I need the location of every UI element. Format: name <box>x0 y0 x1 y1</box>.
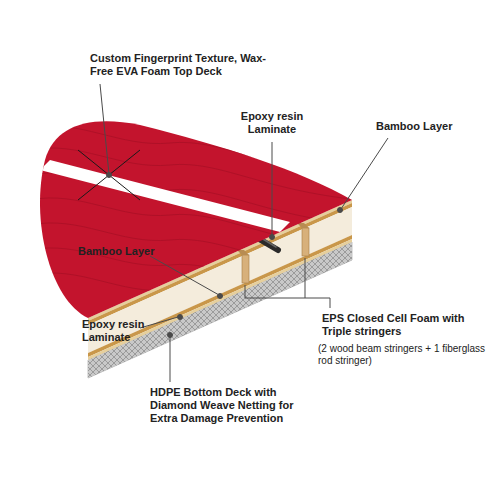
top-deck-label: Custom Fingerprint Texture, Wax-Free EVA… <box>90 52 275 78</box>
foam-core-label: EPS Closed Cell Foam with Triple stringe… <box>322 312 492 338</box>
bamboo-label: Bamboo Layer <box>376 120 486 133</box>
bottom-deck-label: HDPE Bottom Deck with Diamond Weave Nett… <box>150 386 310 425</box>
laminate-label: Epoxy resin Laminate <box>232 110 312 136</box>
bamboo-label: Bamboo Layer <box>78 245 188 258</box>
stringer-note: (2 wood beam stringers + 1 fiberglass ro… <box>318 343 494 367</box>
laminate-label: Epoxy resin Laminate <box>82 318 152 344</box>
